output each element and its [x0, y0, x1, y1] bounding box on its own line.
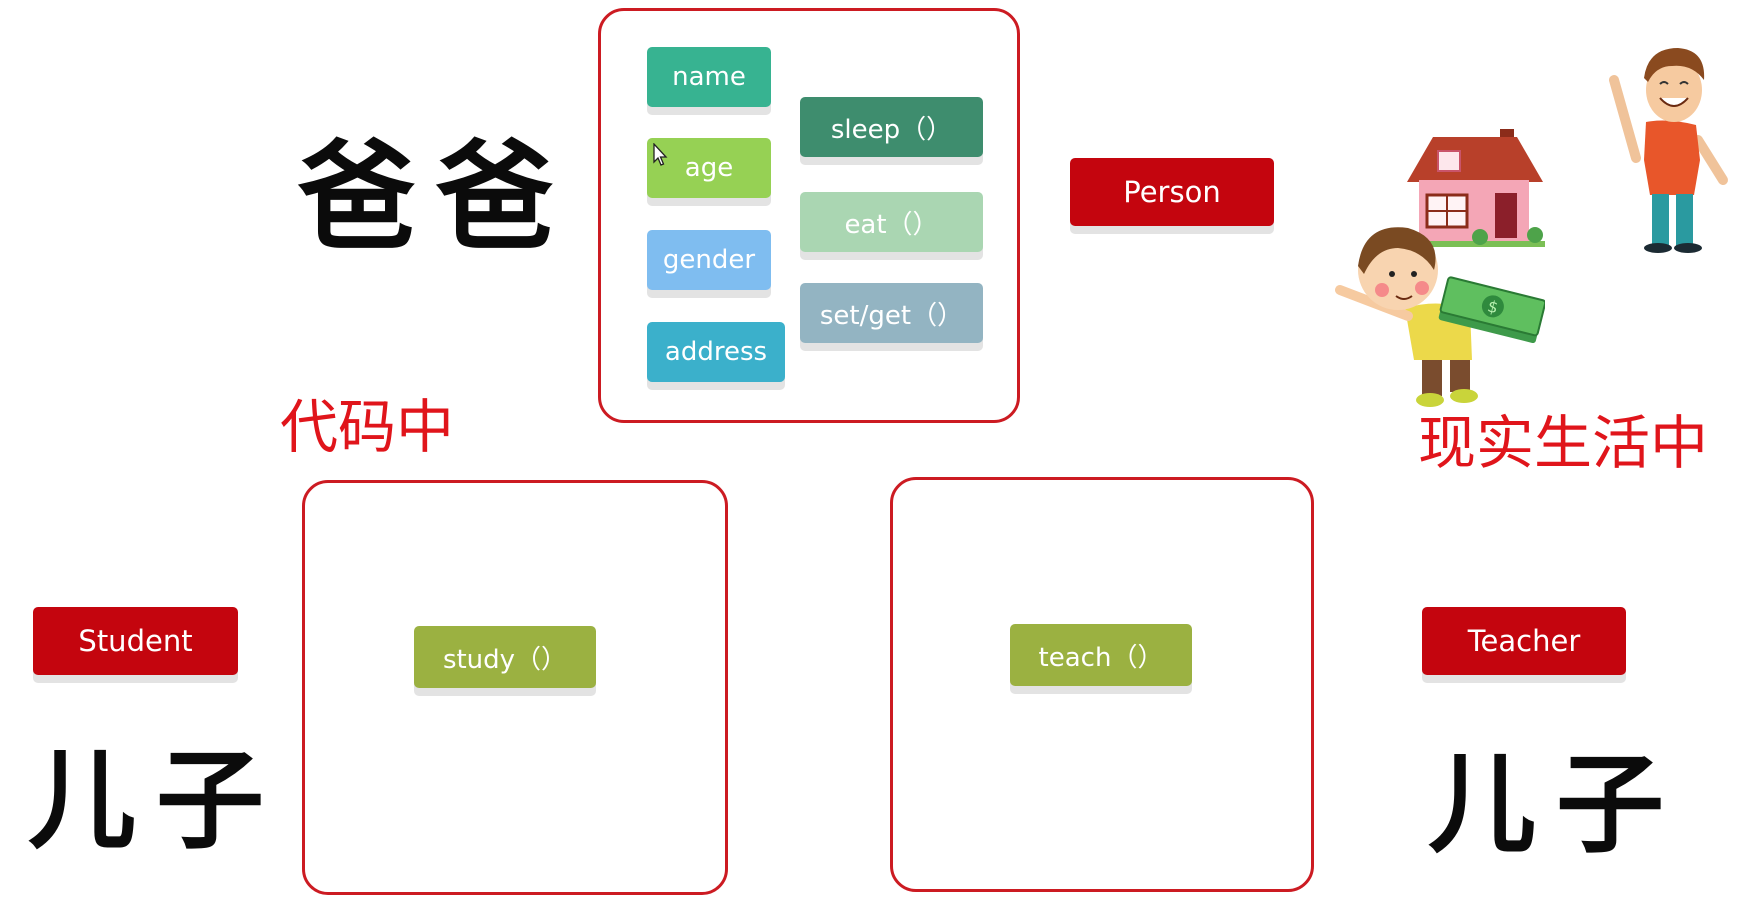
father-text: 爸爸	[298, 128, 575, 266]
method-chip-teach: teach（）	[1010, 624, 1192, 686]
attribute-chip-address: address	[647, 322, 785, 382]
method-chip-study: study（）	[414, 626, 596, 688]
waving-man-illustration	[1609, 48, 1728, 253]
boy-with-money-illustration: $	[1335, 227, 1545, 407]
son-text-right: 儿子	[1428, 743, 1685, 868]
teacher-label: Teacher	[1422, 607, 1626, 675]
attribute-chip-age: age	[647, 138, 771, 198]
svg-text:$: $	[1486, 296, 1500, 317]
in-code-text: 代码中	[280, 393, 455, 461]
student-label: Student	[33, 607, 238, 675]
person-label: Person	[1070, 158, 1274, 226]
in-real-life-text: 现实生活中	[1418, 409, 1709, 477]
house-illustration	[1405, 129, 1545, 247]
attribute-chip-name: name	[647, 47, 771, 107]
mouse-cursor-icon	[653, 143, 668, 166]
method-chip-eat: eat（）	[800, 192, 983, 252]
method-chip-setget: set/get（）	[800, 283, 983, 343]
attribute-chip-gender: gender	[647, 230, 771, 290]
method-chip-sleep: sleep（）	[800, 97, 983, 157]
son-text-left: 儿子	[28, 739, 285, 864]
